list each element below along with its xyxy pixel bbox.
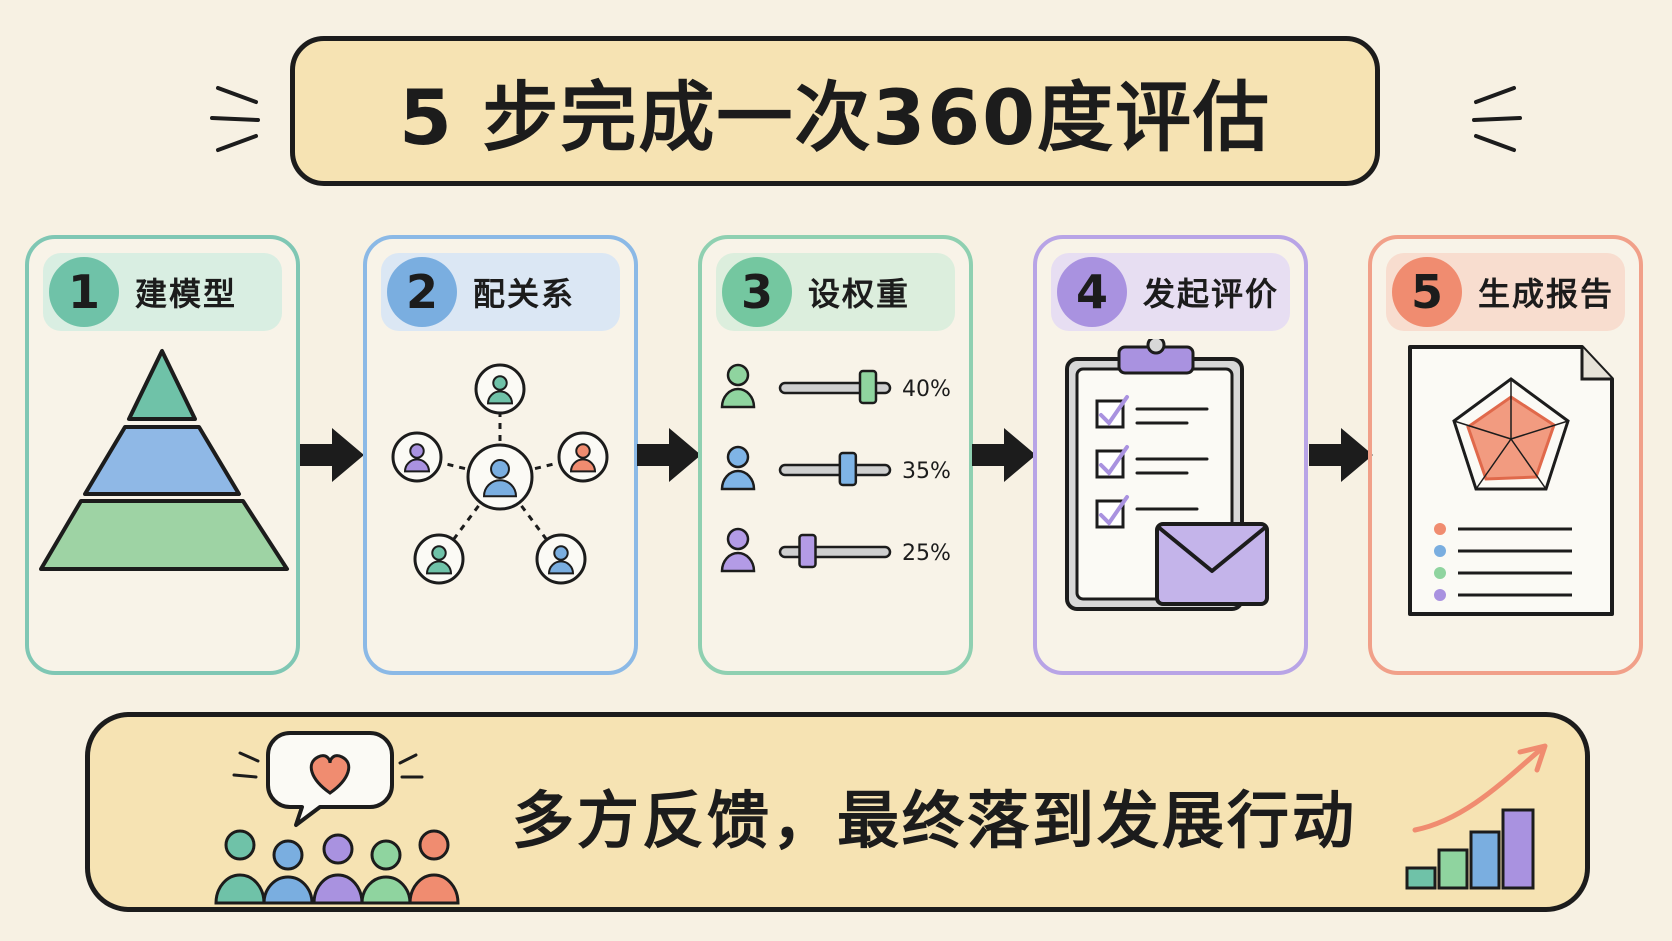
- title-banner: 5 步完成一次360度评估: [290, 36, 1380, 186]
- step-header: 3 设权重: [716, 253, 955, 331]
- person-node: [391, 431, 443, 483]
- growth-bars-icon: [1405, 743, 1548, 890]
- step-card-2: 2 配关系: [363, 235, 638, 675]
- weight-value-label: 25%: [902, 541, 951, 566]
- person-node: [474, 363, 526, 415]
- step-label: 建模型: [135, 275, 238, 313]
- step-label: 生成报告: [1478, 275, 1615, 313]
- heart-speech-bubble-icon: [214, 731, 460, 905]
- radar-report-icon: [1408, 345, 1614, 616]
- tagline-text: 多方反馈，最终落到发展行动: [512, 784, 1358, 857]
- weight-row: 25%: [720, 527, 951, 573]
- arrow-right-icon: [637, 428, 701, 482]
- slider-handle[interactable]: [858, 369, 878, 405]
- step-card-4: 4 发起评价: [1033, 235, 1308, 675]
- person-node: [466, 443, 534, 511]
- people-network-icon: [391, 363, 609, 585]
- person-node: [557, 431, 609, 483]
- weight-row: 40%: [720, 363, 951, 409]
- arrow-right-icon: [972, 428, 1036, 482]
- step-header: 2 配关系: [381, 253, 620, 331]
- step-header: 4 发起评价: [1051, 253, 1290, 331]
- person-node: [413, 533, 465, 585]
- emphasis-lines-left-icon: [210, 86, 260, 152]
- step-card-5: 5 生成报告: [1368, 235, 1643, 675]
- emphasis-lines-right-icon: [1472, 86, 1522, 152]
- step-label: 配关系: [473, 275, 576, 313]
- step-header: 1 建模型: [43, 253, 282, 331]
- clipboard-checklist-icon: [1065, 339, 1269, 611]
- weight-sliders: 40% 35% 25%: [720, 363, 951, 573]
- weight-value-label: 40%: [902, 377, 951, 402]
- step-number-badge: 1: [49, 257, 119, 327]
- page-title: 5 步完成一次360度评估: [399, 73, 1271, 162]
- step-card-3: 3 设权重 40% 35% 25%: [698, 235, 973, 675]
- person-node: [535, 533, 587, 585]
- step-header: 5 生成报告: [1386, 253, 1625, 331]
- arrow-right-icon: [1309, 428, 1373, 482]
- step-number-badge: 3: [722, 257, 792, 327]
- step-label: 设权重: [808, 275, 911, 313]
- step-number-badge: 2: [387, 257, 457, 327]
- step-number-badge: 5: [1392, 257, 1462, 327]
- step-number-badge: 4: [1057, 257, 1127, 327]
- pyramid-icon: [39, 349, 289, 571]
- weight-row: 35%: [720, 445, 951, 491]
- step-label: 发起评价: [1143, 275, 1280, 313]
- slider-handle[interactable]: [798, 533, 817, 569]
- arrow-right-icon: [300, 428, 364, 482]
- slider-handle[interactable]: [838, 451, 858, 487]
- weight-value-label: 35%: [902, 459, 951, 484]
- step-card-1: 1 建模型: [25, 235, 300, 675]
